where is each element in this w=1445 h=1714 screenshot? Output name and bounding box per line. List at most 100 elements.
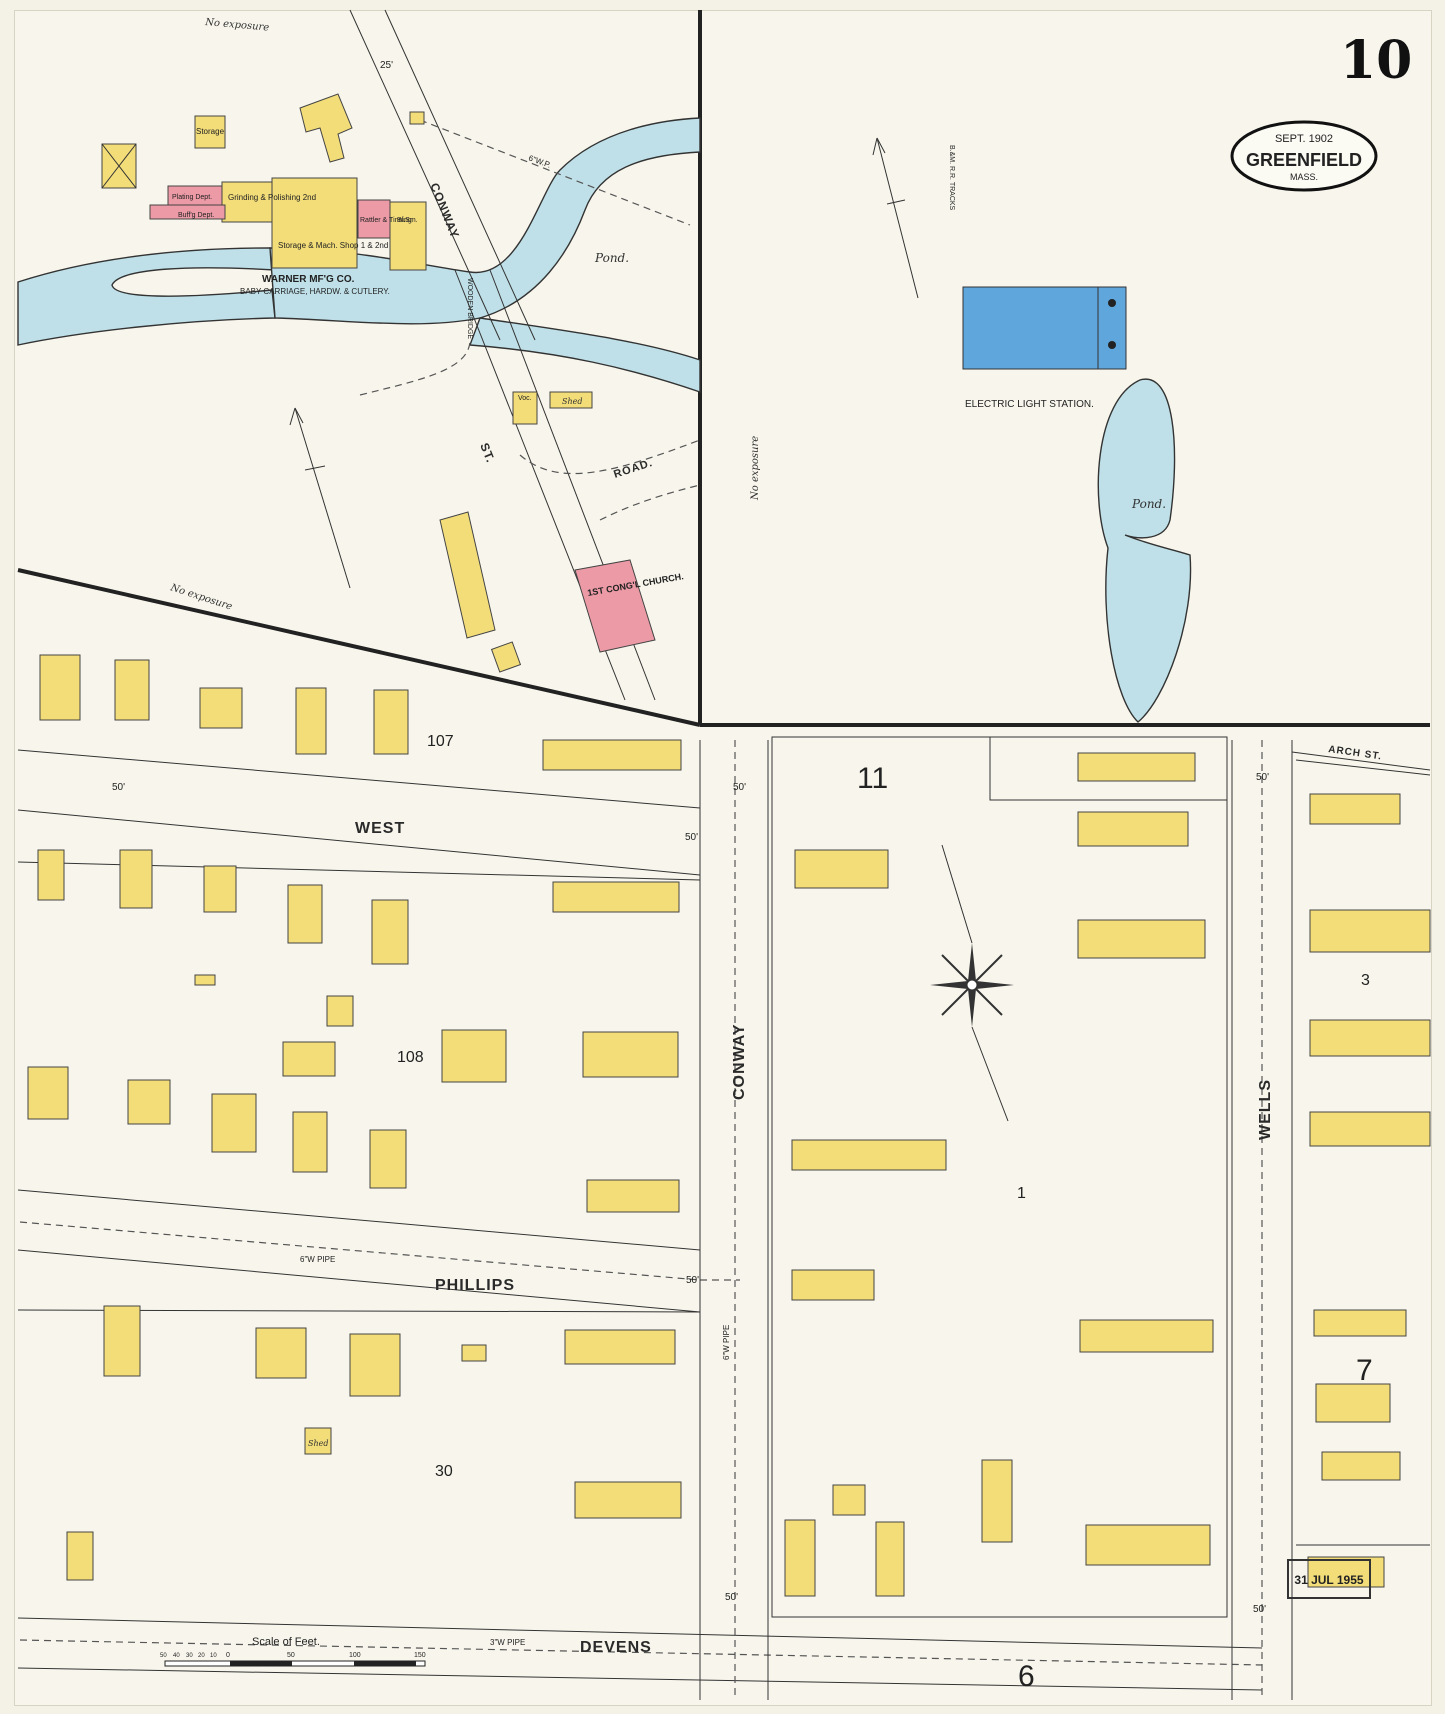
house-row[interactable] <box>1309 1111 1431 1147</box>
stack-2 <box>1108 341 1116 349</box>
block-30: 30 <box>435 1463 453 1480</box>
house[interactable] <box>981 1459 1013 1543</box>
street-conway-upper: CONWAY <box>427 181 462 241</box>
house[interactable] <box>199 687 243 729</box>
house[interactable] <box>875 1521 905 1597</box>
buffing-label: Buff'g Dept. <box>178 212 214 219</box>
house[interactable] <box>119 849 153 909</box>
house[interactable] <box>349 1333 401 1397</box>
devens-north-edge <box>17 1617 1263 1649</box>
no-exposure-right: No exposure <box>750 436 761 501</box>
road-edge-1 <box>359 339 471 396</box>
phillips-north-edge <box>17 1189 701 1251</box>
long-d-building[interactable] <box>439 511 496 639</box>
d-building-warner[interactable] <box>299 93 353 163</box>
house[interactable] <box>103 1305 141 1377</box>
house[interactable] <box>1321 1451 1401 1481</box>
small-tank <box>409 111 425 125</box>
house-row[interactable] <box>1079 1319 1214 1353</box>
house-row[interactable] <box>564 1329 676 1365</box>
house-row[interactable] <box>542 739 682 771</box>
grinding-label: Grinding & Polishing 2nd <box>228 193 316 202</box>
voc-building[interactable] <box>512 391 538 425</box>
warner-mfg-complex[interactable]: Storage Plating Dept. Grinding & Polishi… <box>101 93 427 296</box>
upper-left-buildings[interactable]: Voc. Shed 1ST CONG'L CHURCH. <box>439 391 684 673</box>
electric-light-station[interactable]: ELECTRIC LIGHT STATION. <box>962 286 1127 410</box>
house[interactable] <box>784 1519 816 1597</box>
house-row[interactable] <box>1077 919 1206 959</box>
house[interactable] <box>373 689 409 755</box>
block-1: 1 <box>1017 1185 1026 1202</box>
north-arrow-left <box>289 407 351 589</box>
house[interactable] <box>369 1129 407 1189</box>
house[interactable] <box>255 1327 307 1379</box>
house[interactable] <box>794 849 889 889</box>
shed-upper[interactable] <box>549 391 593 409</box>
west-north-edge <box>17 749 701 809</box>
devens-south-edge <box>17 1667 1263 1691</box>
residences-west[interactable]: Shed <box>27 654 682 1581</box>
x-small-building[interactable] <box>490 641 522 673</box>
house-row[interactable] <box>1309 909 1431 953</box>
house-row[interactable] <box>1077 752 1196 782</box>
phillips-south-edge <box>17 1249 701 1313</box>
blacksmith-shop[interactable] <box>389 201 427 271</box>
house[interactable] <box>791 1269 875 1301</box>
house[interactable] <box>27 1066 69 1120</box>
house[interactable] <box>66 1531 94 1581</box>
house[interactable] <box>441 1029 507 1083</box>
house-row[interactable] <box>1077 811 1189 847</box>
road-edge-3 <box>599 484 701 521</box>
house[interactable] <box>287 884 323 944</box>
house-row[interactable] <box>582 1031 679 1078</box>
house[interactable] <box>114 659 150 721</box>
shed-lower[interactable] <box>304 1427 332 1455</box>
electric-station-building[interactable] <box>962 286 1127 370</box>
block-11: 11 <box>857 762 888 795</box>
small-building[interactable] <box>461 1344 487 1362</box>
street-phillips: PHILLIPS <box>435 1277 515 1294</box>
house[interactable] <box>203 865 237 913</box>
water-pipe-1 <box>419 119 691 226</box>
scale-tick-30: 30 <box>186 1653 193 1659</box>
house-row[interactable] <box>574 1481 682 1519</box>
stack-1 <box>1108 299 1116 307</box>
width-50-g: 50' <box>1253 1604 1266 1615</box>
house-row[interactable] <box>1309 1019 1431 1057</box>
diagonal-divider <box>17 568 701 727</box>
small-shed[interactable] <box>194 974 216 986</box>
house-row[interactable] <box>1085 1524 1211 1566</box>
residences-conway-east[interactable] <box>784 752 1214 1597</box>
house[interactable] <box>39 654 81 721</box>
house[interactable] <box>1307 1556 1385 1588</box>
house-row[interactable] <box>552 881 680 913</box>
x-building[interactable] <box>282 1041 336 1077</box>
street-st: ST. <box>477 441 498 465</box>
river-north-arm <box>269 117 701 325</box>
rattler-label: Rattler & Tinning <box>360 217 412 224</box>
x-building[interactable] <box>832 1484 866 1516</box>
house[interactable] <box>1309 793 1401 825</box>
block-3: 3 <box>1361 972 1370 989</box>
house-row[interactable] <box>791 1139 947 1171</box>
house[interactable] <box>295 687 327 755</box>
storage-mach-shop[interactable] <box>271 177 358 269</box>
house[interactable] <box>1313 1309 1407 1337</box>
house-row[interactable] <box>586 1179 680 1213</box>
street-wells: WELLS <box>1257 1079 1274 1140</box>
house[interactable] <box>371 899 409 965</box>
tracks-label: B.&M. R.R. TRACKS <box>948 145 955 211</box>
residences-wells-east[interactable] <box>1307 793 1431 1588</box>
house[interactable] <box>1315 1383 1391 1423</box>
house[interactable] <box>127 1079 171 1125</box>
house[interactable] <box>292 1111 328 1173</box>
storage-building[interactable] <box>194 115 226 149</box>
buffing-dept[interactable] <box>149 204 226 220</box>
block-11-outline <box>771 736 1228 1618</box>
house[interactable] <box>211 1093 257 1153</box>
scale-tick-40: 40 <box>173 1653 180 1659</box>
first-congl-church[interactable] <box>574 559 656 653</box>
x-building[interactable] <box>326 995 354 1027</box>
house[interactable] <box>37 849 65 901</box>
